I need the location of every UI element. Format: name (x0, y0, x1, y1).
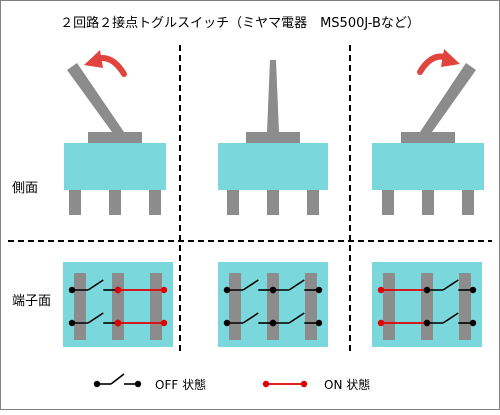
pin-2 (109, 190, 121, 215)
on-dot-left (114, 286, 122, 294)
terminal-view-2 (218, 262, 328, 347)
legend-on-dot-right (300, 380, 308, 388)
off-dot-right (469, 286, 477, 294)
diagram-title: ２回路２接点トグルスイッチ（ミヤマ電器 MS500J-Bなど） (60, 15, 420, 31)
switch-bushing (246, 132, 300, 143)
off-dot-right (315, 319, 323, 327)
contact-off (423, 279, 477, 294)
terminal-view-3 (372, 262, 482, 347)
rotation-arrow-icon (417, 49, 460, 75)
side-view-2 (218, 60, 328, 215)
switch-body (64, 143, 166, 190)
contact-off (423, 312, 477, 327)
pin-1 (69, 190, 81, 215)
terminal-view-1 (63, 262, 173, 347)
pin-2 (267, 190, 279, 215)
off-dot-left (423, 319, 431, 327)
contact-off (269, 312, 323, 327)
off-dot-left (269, 286, 277, 294)
contact-off (269, 279, 323, 294)
switch-bushing (401, 132, 455, 143)
legend-on-label: ON 状態 (324, 377, 370, 392)
legend-off-symbol (93, 373, 142, 388)
pin-1 (227, 190, 239, 215)
off-dot-left (423, 286, 431, 294)
arrow-head (441, 49, 460, 67)
rotation-arrow-icon (84, 50, 127, 77)
grid-dividers (8, 45, 492, 355)
on-dot-left (377, 286, 385, 294)
off-blade (288, 312, 305, 324)
legend-on-symbol (262, 380, 308, 388)
off-dot-left (223, 286, 231, 294)
off-blade (442, 279, 459, 291)
terminal-views (63, 262, 482, 347)
contact-on (114, 319, 168, 327)
toggle-lever (267, 60, 279, 132)
off-dot-left (269, 319, 277, 327)
off-dot-right (469, 319, 477, 327)
toggle-lever (420, 63, 476, 132)
side-view-1 (64, 50, 166, 215)
off-blade (288, 279, 305, 291)
pin-3 (462, 190, 474, 215)
legend: OFF 状態 ON 状態 (93, 373, 370, 392)
pin-1 (382, 190, 394, 215)
off-blade (242, 312, 259, 324)
on-dot-left (114, 319, 122, 327)
switch-body (218, 143, 328, 190)
legend-off-label: OFF 状態 (155, 377, 206, 392)
arrow-head (84, 50, 103, 68)
off-blade (242, 279, 259, 291)
off-dot-left (223, 319, 231, 327)
off-dot-left (68, 319, 76, 327)
switch-body (372, 143, 484, 190)
row-label-side: 側面 (12, 181, 38, 196)
off-blade (87, 279, 104, 291)
toggle-lever (67, 63, 124, 132)
off-blade (87, 312, 104, 324)
pin-2 (422, 190, 434, 215)
legend-off-blade (110, 373, 125, 385)
off-dot-right (315, 286, 323, 294)
pin-3 (307, 190, 319, 215)
pin-3 (149, 190, 161, 215)
side-view-3 (372, 49, 484, 215)
legend-off-dot-right (134, 380, 142, 388)
on-dot-left (377, 319, 385, 327)
contact-on (114, 286, 168, 294)
on-dot-right (160, 319, 168, 327)
off-dot-left (68, 286, 76, 294)
row-label-terminal: 端子面 (12, 294, 51, 309)
side-views (64, 49, 484, 215)
on-dot-right (160, 286, 168, 294)
off-blade (442, 312, 459, 324)
switch-bushing (88, 132, 142, 143)
